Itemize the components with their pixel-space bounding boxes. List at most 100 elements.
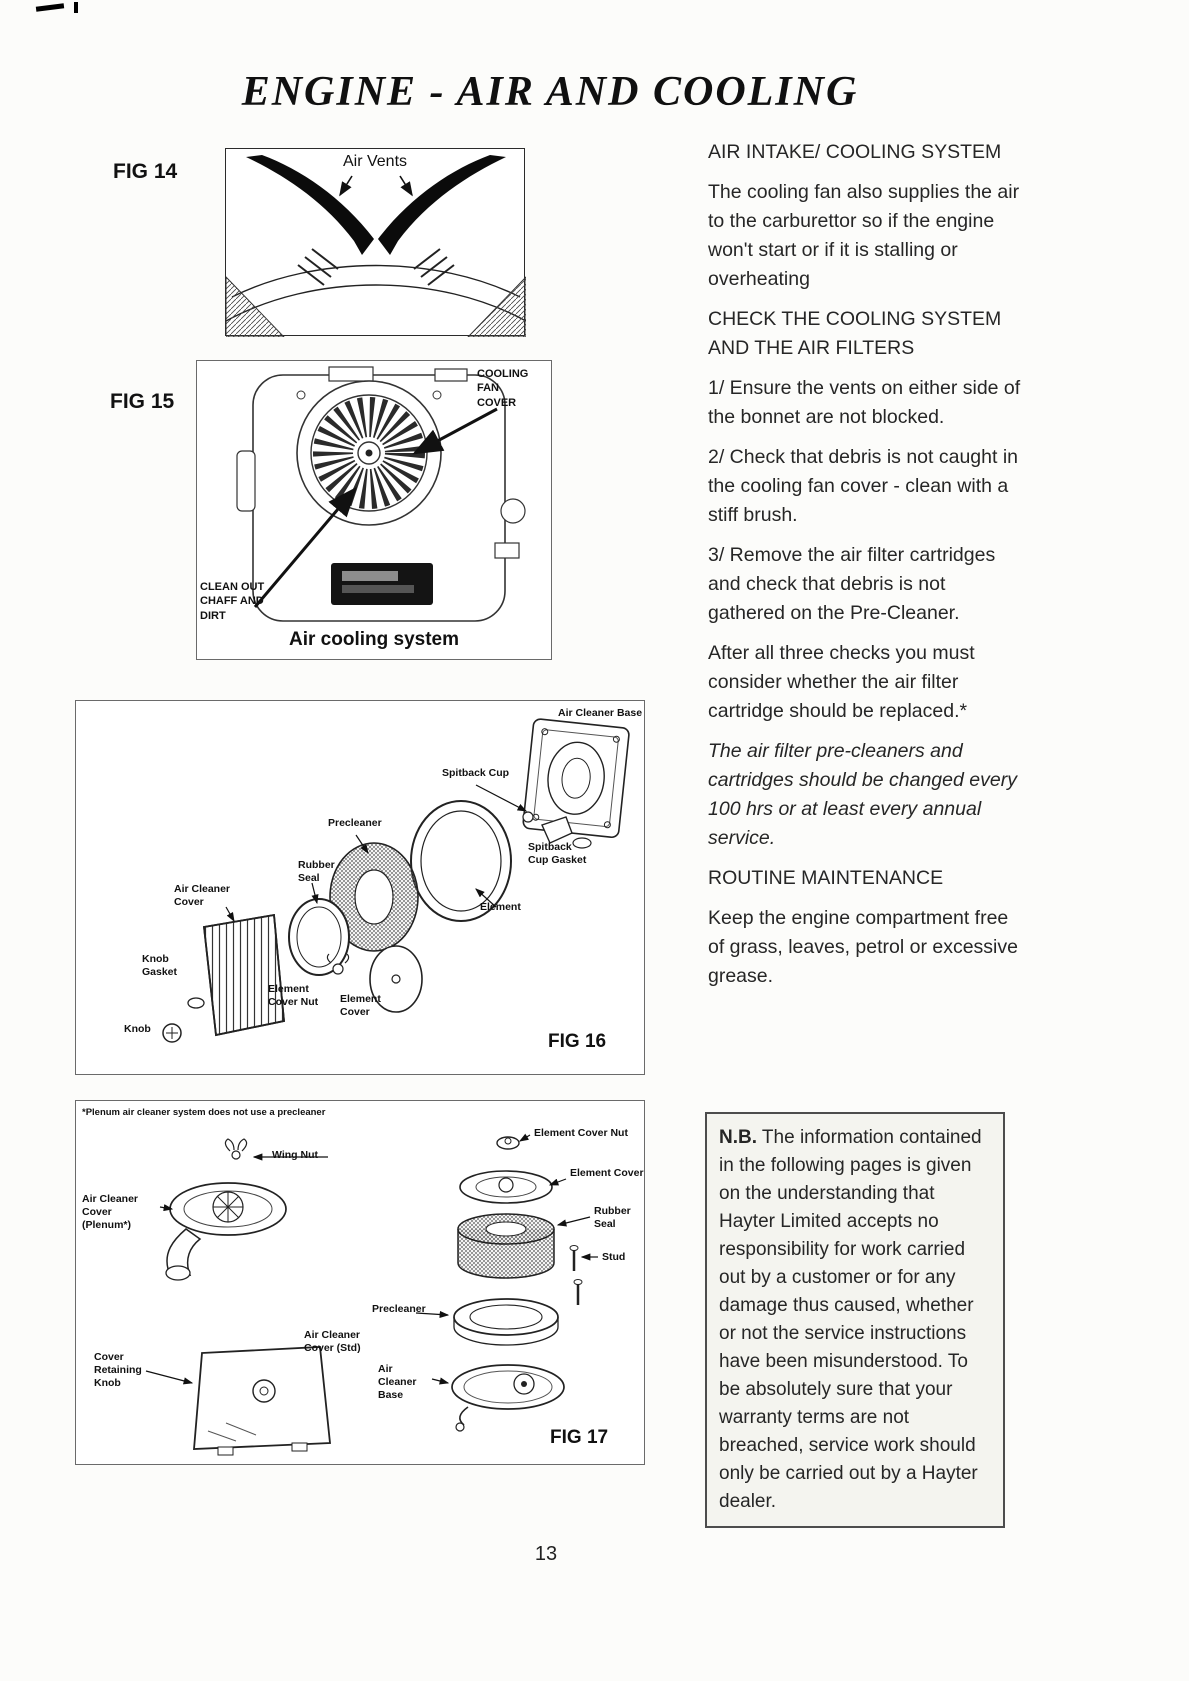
engine-name-plate xyxy=(331,563,433,605)
fig16-element-label: Element xyxy=(480,901,521,913)
fig14-figure: Air Vents xyxy=(225,148,526,337)
heading-routine-maintenance: ROUTINE MAINTENANCE xyxy=(708,867,944,889)
clean-out-arrow xyxy=(253,486,357,608)
nb-body: The information contained in the followi… xyxy=(719,1127,982,1512)
fig16-knob-label: Knob xyxy=(124,1023,151,1035)
heading-air-intake-cooling: AIR INTAKE/ COOLING SYSTEM xyxy=(708,141,1002,163)
para-after-checks: After all three checks you must consider… xyxy=(708,642,975,722)
fig14-label: FIG 14 xyxy=(113,160,178,183)
fan-grille xyxy=(313,397,425,509)
fig17-tag: FIG 17 xyxy=(550,1427,609,1448)
fig15-label: FIG 15 xyxy=(110,390,175,413)
rubber-seal-part xyxy=(288,898,350,976)
scan-artifact xyxy=(74,2,78,13)
wing-nut-part xyxy=(224,1138,248,1160)
stud-part xyxy=(569,1245,583,1305)
air-cleaner-base-part xyxy=(451,1364,565,1432)
vent-slots-right xyxy=(413,248,455,286)
leader-arrow xyxy=(355,834,369,854)
air-cleaner-cover-plenum-part xyxy=(165,1182,287,1281)
element-cover-nut-part xyxy=(326,953,350,975)
fig16-element-cover-nut-label: Element Cover Nut xyxy=(268,983,319,1009)
fig15-drawing xyxy=(236,366,526,622)
fig14-drawing xyxy=(226,155,526,337)
engine-detail xyxy=(236,450,256,512)
fan-hub-bolt xyxy=(365,449,373,457)
engine-detail xyxy=(328,366,374,382)
airflow-arrow-left xyxy=(246,155,374,255)
plate-text-smudge xyxy=(342,571,398,581)
fig17-drawing xyxy=(145,1133,598,1456)
fig17-stud-label: Stud xyxy=(602,1251,626,1263)
pointer-arrow xyxy=(399,175,413,197)
cooling-fan-cover-arrow xyxy=(412,407,498,455)
fig16-precleaner-label: Precleaner xyxy=(328,817,382,829)
element-cover-part xyxy=(459,1170,553,1204)
fig16-spitback-cup-gasket-label: Spitback Cup Gasket xyxy=(528,841,587,867)
fig15-cooling-fan-cover-label: COOLING FAN COVER xyxy=(477,368,529,409)
fig15-figure: COOLING FAN COVER CLEAN OUT CHAFF AND DI… xyxy=(196,360,552,660)
plate-text-smudge xyxy=(342,585,414,593)
fig17-element-cover-nut-label: Element Cover Nut xyxy=(534,1127,628,1139)
fig17-air-cleaner-cover-plenum-label: Air Cleaner Cover (Plenum*) xyxy=(82,1193,139,1232)
leader-arrow xyxy=(145,1370,194,1385)
fig17-air-cleaner-cover-std-label: Air Cleaner Cover (Std) xyxy=(304,1329,361,1355)
shroud-bolt xyxy=(432,390,442,400)
element-part xyxy=(410,800,512,922)
fig16-element-cover-label: Element Cover xyxy=(340,993,381,1019)
fig16-rubber-seal-label: Rubber Seal xyxy=(298,859,335,885)
check-step-3: 3/ Remove the air filter cartridges and … xyxy=(708,544,996,624)
element-cover-part xyxy=(369,945,423,1013)
fig16-air-cleaner-base-label: Air Cleaner Base xyxy=(558,707,643,719)
vent-slots-left xyxy=(297,248,339,286)
leader-arrow xyxy=(548,1178,567,1186)
fig17-precleaner-label: Precleaner xyxy=(372,1303,426,1315)
airflow-arrow-right xyxy=(378,155,506,255)
element-cover-nut-part xyxy=(496,1136,520,1150)
leader-arrow xyxy=(475,784,528,812)
check-step-1: 1/ Ensure the vents on either side of th… xyxy=(708,377,1021,428)
right-column: AIR INTAKE/ COOLING SYSTEM The cooling f… xyxy=(708,138,1022,1002)
engine-detail xyxy=(434,368,468,382)
page-number: 13 xyxy=(534,1543,558,1565)
leader-arrow xyxy=(556,1216,591,1227)
element-part xyxy=(457,1213,555,1279)
fender-hatch-right xyxy=(467,276,526,337)
fig15-caption: Air cooling system xyxy=(289,629,459,650)
leader-arrow xyxy=(311,882,319,905)
leader-arrow xyxy=(159,1204,174,1212)
fig16-knob-gasket-label: Knob Gasket xyxy=(142,953,178,979)
bonnet-curve xyxy=(231,264,521,298)
para-keep-compartment-clean: Keep the engine compartment free of gras… xyxy=(708,907,1018,987)
nb-notice-box: N.B. The information contained in the fo… xyxy=(705,1112,1005,1528)
check-step-2: 2/ Check that debris is not caught in th… xyxy=(708,446,1019,526)
fig14-air-vents-label: Air Vents xyxy=(342,153,408,170)
fig16-drawing xyxy=(162,718,630,1043)
pointer-arrow xyxy=(339,175,353,197)
fig17-footnote: *Plenum air cleaner system does not use … xyxy=(82,1107,326,1118)
fig17-rubber-seal-label: Rubber Seal xyxy=(594,1205,631,1231)
fig17-wing-nut-label: Wing Nut xyxy=(272,1149,318,1161)
carburettor-detail xyxy=(500,498,526,524)
fig17-figure: *Plenum air cleaner system does not use … xyxy=(75,1100,645,1465)
nb-prefix: N.B. xyxy=(719,1127,757,1148)
leader-arrow xyxy=(415,1310,450,1319)
leader-arrow xyxy=(431,1377,450,1385)
spitback-cup-part xyxy=(522,811,592,849)
air-cleaner-base-part xyxy=(522,718,630,839)
air-cleaner-cover-std-part xyxy=(453,1298,559,1346)
engine-detail xyxy=(494,542,520,559)
heading-check-cooling: CHECK THE COOLING SYSTEM AND THE AIR FIL… xyxy=(708,308,1002,359)
para-cooling-fan: The cooling fan also supplies the air to… xyxy=(708,181,1020,290)
shroud-bolt xyxy=(296,390,306,400)
air-cleaner-cover-part xyxy=(203,913,285,1037)
leader-arrow xyxy=(518,1133,531,1142)
fig17-air-cleaner-base-label: Air Cleaner Base xyxy=(378,1363,417,1402)
leader-arrow xyxy=(475,888,497,908)
fig16-spitback-cup-label: Spitback Cup xyxy=(442,767,510,779)
fig16-air-cleaner-cover-label: Air Cleaner Cover xyxy=(174,883,231,909)
fig15-clean-out-label: CLEAN OUT CHAFF AND DIRT xyxy=(200,581,265,622)
fig16-tag: FIG 16 xyxy=(548,1031,607,1052)
cover-retaining-knob-part xyxy=(193,1346,331,1456)
